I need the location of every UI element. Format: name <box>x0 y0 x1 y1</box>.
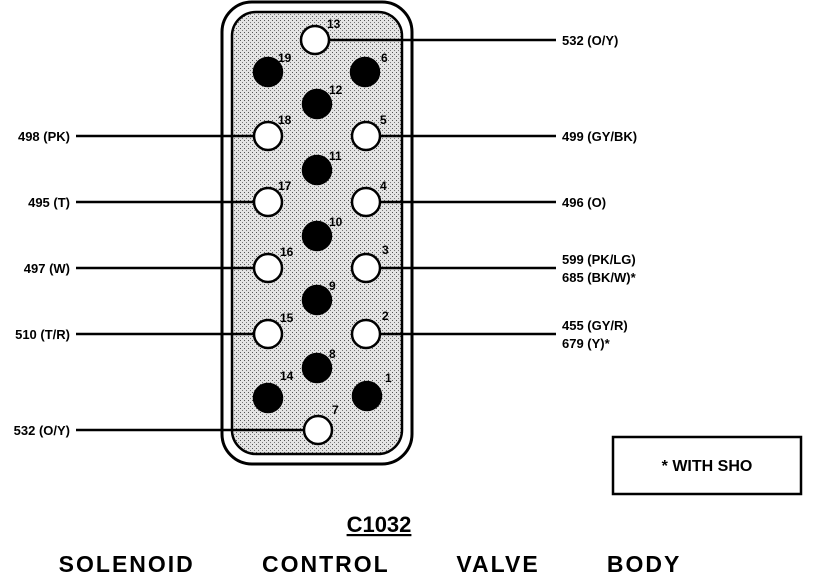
pin-cavity-2 <box>350 318 382 350</box>
pin-number-14: 14 <box>280 369 294 383</box>
pin-cavity-4 <box>350 186 382 218</box>
wire-label-pin-15: 510 (T/R) <box>15 327 70 342</box>
pin-number-1: 1 <box>385 371 392 385</box>
pin-number-11: 11 <box>329 149 342 163</box>
pin-cavity-9 <box>301 284 333 316</box>
pin-cavity-17 <box>252 186 284 218</box>
wire-lines <box>76 38 556 432</box>
pin-cavity-12 <box>301 88 333 120</box>
pin-cavity-19 <box>252 56 284 88</box>
wire-label-pin-3-1: 599 (PK/LG) <box>562 252 636 267</box>
pin-number-9: 9 <box>329 279 336 293</box>
wire-label-pin-7: 532 (O/Y) <box>14 423 70 438</box>
pin-number-13: 13 <box>327 17 341 31</box>
pin-cavity-8 <box>301 352 333 384</box>
pin-number-10: 10 <box>329 215 343 229</box>
note-box: * WITH SHO <box>611 435 803 496</box>
pin-number-6: 6 <box>381 51 388 65</box>
connector-id: C1032 <box>347 512 412 537</box>
pin-number-7: 7 <box>332 403 339 417</box>
pin-number-12: 12 <box>329 83 343 97</box>
pin-cavity-5 <box>350 120 382 152</box>
pin-number-8: 8 <box>329 347 336 361</box>
wire-label-pin-2-1: 455 (GY/R) <box>562 318 628 333</box>
pin-number-19: 19 <box>278 51 292 65</box>
pin-number-18: 18 <box>278 113 292 127</box>
pin-number-4: 4 <box>380 179 387 193</box>
pin-cavity-16 <box>252 252 284 284</box>
wire-label-pin-5: 499 (GY/BK) <box>562 129 637 144</box>
pin-cavity-1 <box>351 380 383 412</box>
pin-cavity-11 <box>301 154 333 186</box>
pin-number-17: 17 <box>278 179 292 193</box>
pin-number-15: 15 <box>280 311 294 325</box>
pin-cavity-18 <box>252 120 284 152</box>
pin-cavity-15 <box>252 318 284 350</box>
pin-cavity-13 <box>299 24 331 56</box>
pin-number-5: 5 <box>380 113 387 127</box>
wire-label-pin-4: 496 (O) <box>562 195 606 210</box>
wire-labels: 532 (O/Y) 498 (PK) 499 (GY/BK) 495 (T) 496 (… <box>14 33 638 438</box>
pin-cavity-7 <box>302 414 334 446</box>
wire-label-pin-18: 498 (PK) <box>18 129 70 144</box>
wire-label-pin-2-2: 679 (Y)* <box>562 336 611 351</box>
pin-number-2: 2 <box>382 309 389 323</box>
note-box-border <box>611 435 803 496</box>
wire-label-pin-13: 532 (O/Y) <box>562 33 618 48</box>
note-text: * WITH SHO <box>662 458 753 475</box>
pin-cavity-6 <box>349 56 381 88</box>
pin-number-16: 16 <box>280 245 294 259</box>
wire-label-pin-16: 497 (W) <box>24 261 70 276</box>
wire-label-pin-17: 495 (T) <box>28 195 70 210</box>
pin-cavity-10 <box>301 220 333 252</box>
pin-cavity-14 <box>252 382 284 414</box>
wire-label-pin-3-2: 685 (BK/W)* <box>562 270 637 285</box>
pin-cavity-3 <box>350 252 382 284</box>
diagram-title: SOLENOID CONTROL VALVE BODY <box>59 551 682 577</box>
pin-number-3: 3 <box>382 243 389 257</box>
